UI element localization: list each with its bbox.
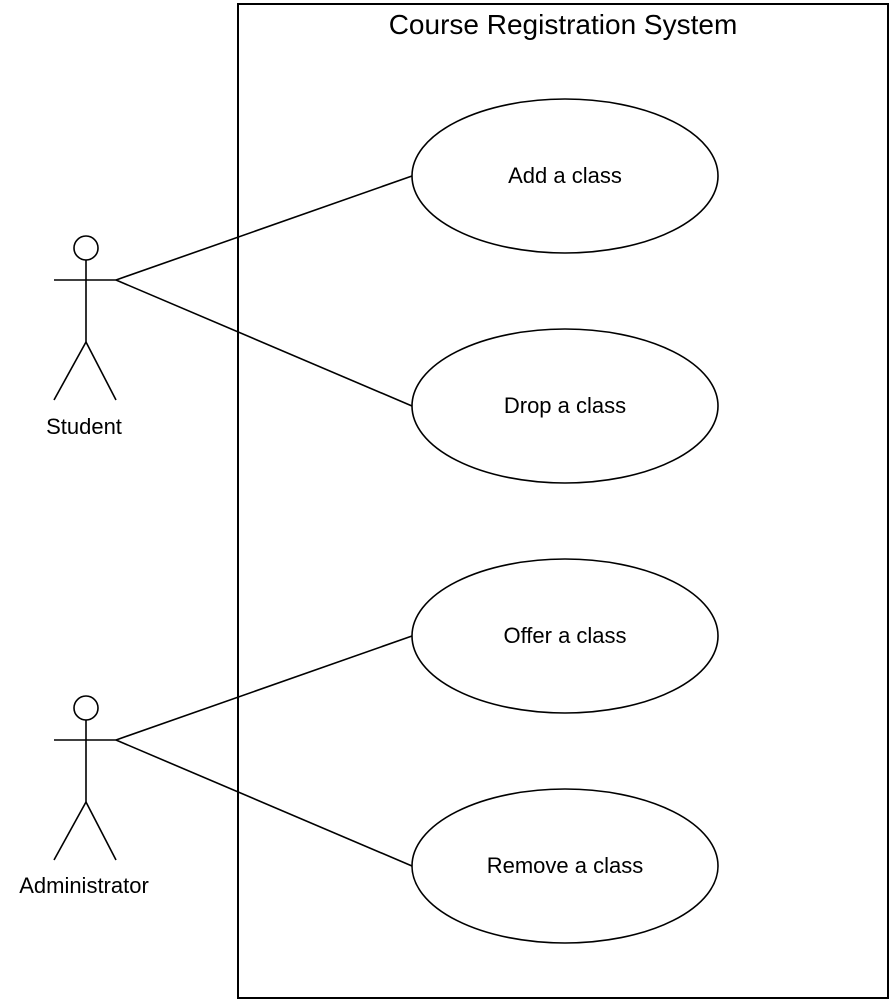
use-case-offer-a-class[interactable]: Offer a class — [411, 558, 719, 714]
actor-label: Student — [46, 414, 122, 439]
use-case-add-a-class[interactable]: Add a class — [411, 98, 719, 254]
association-administrator-offer — [115, 635, 413, 741]
actor-label: Administrator — [19, 873, 149, 898]
use-case-label: Offer a class — [503, 623, 626, 648]
stick-figure-icon — [53, 235, 117, 401]
use-case-ellipse — [411, 98, 719, 254]
actor-administrator[interactable]: Administrator — [19, 695, 149, 898]
use-case-remove-a-class[interactable]: Remove a class — [411, 788, 719, 944]
stick-figure-icon — [53, 695, 117, 861]
use-case-ellipse — [411, 558, 719, 714]
use-case-label: Drop a class — [504, 393, 626, 418]
use-case-ellipse — [411, 788, 719, 944]
use-case-label: Remove a class — [487, 853, 644, 878]
use-case-ellipse — [411, 328, 719, 484]
actor-student[interactable]: Student — [46, 235, 122, 439]
association-administrator-remove — [115, 739, 413, 867]
use-case-drop-a-class[interactable]: Drop a class — [411, 328, 719, 484]
association-student-drop — [115, 279, 413, 407]
system-title: Course Registration System — [389, 9, 738, 40]
system-boundary — [237, 3, 889, 999]
use-case-label: Add a class — [508, 163, 622, 188]
association-student-add — [115, 175, 413, 281]
